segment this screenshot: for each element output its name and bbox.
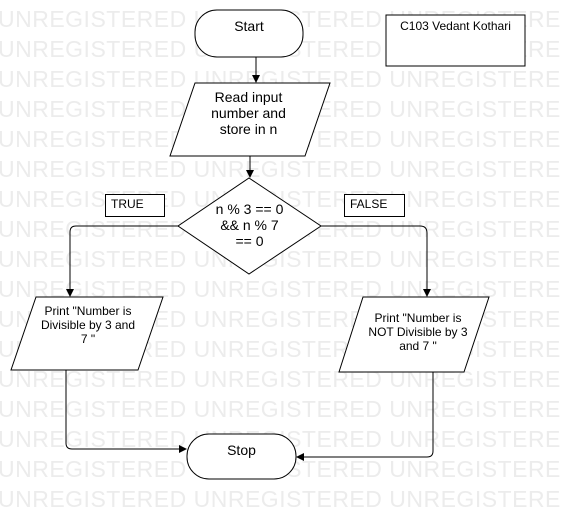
edge-true-to-stop	[65, 370, 187, 453]
edge-decision-false	[321, 225, 431, 297]
edge-false-to-stop	[296, 372, 434, 461]
stop-terminator	[186, 433, 297, 480]
stop-label: Stop	[227, 441, 256, 458]
read-input-label: Read input number and store in n	[211, 88, 286, 138]
print-true-parallelogram	[10, 296, 164, 371]
true-branch-tag: TRUE	[105, 194, 165, 217]
print-false-label: Print "Number is NOT Divisible by 3 and …	[368, 311, 468, 353]
decision-label: n % 3 == 0 && n % 7 == 0	[215, 200, 284, 250]
note-text: C103 Vedant Kothari	[400, 19, 511, 34]
start-label: Start	[234, 17, 264, 34]
edge-decision-true	[66, 225, 178, 297]
false-branch-tag: FALSE	[344, 194, 405, 217]
read-input-parallelogram	[169, 82, 331, 157]
print-false-parallelogram	[338, 296, 490, 373]
print-true-label: Print "Number is Divisible by 3 and 7 "	[40, 304, 136, 346]
note-box	[385, 14, 526, 67]
start-terminator	[194, 9, 304, 58]
decision-diamond	[177, 177, 322, 275]
